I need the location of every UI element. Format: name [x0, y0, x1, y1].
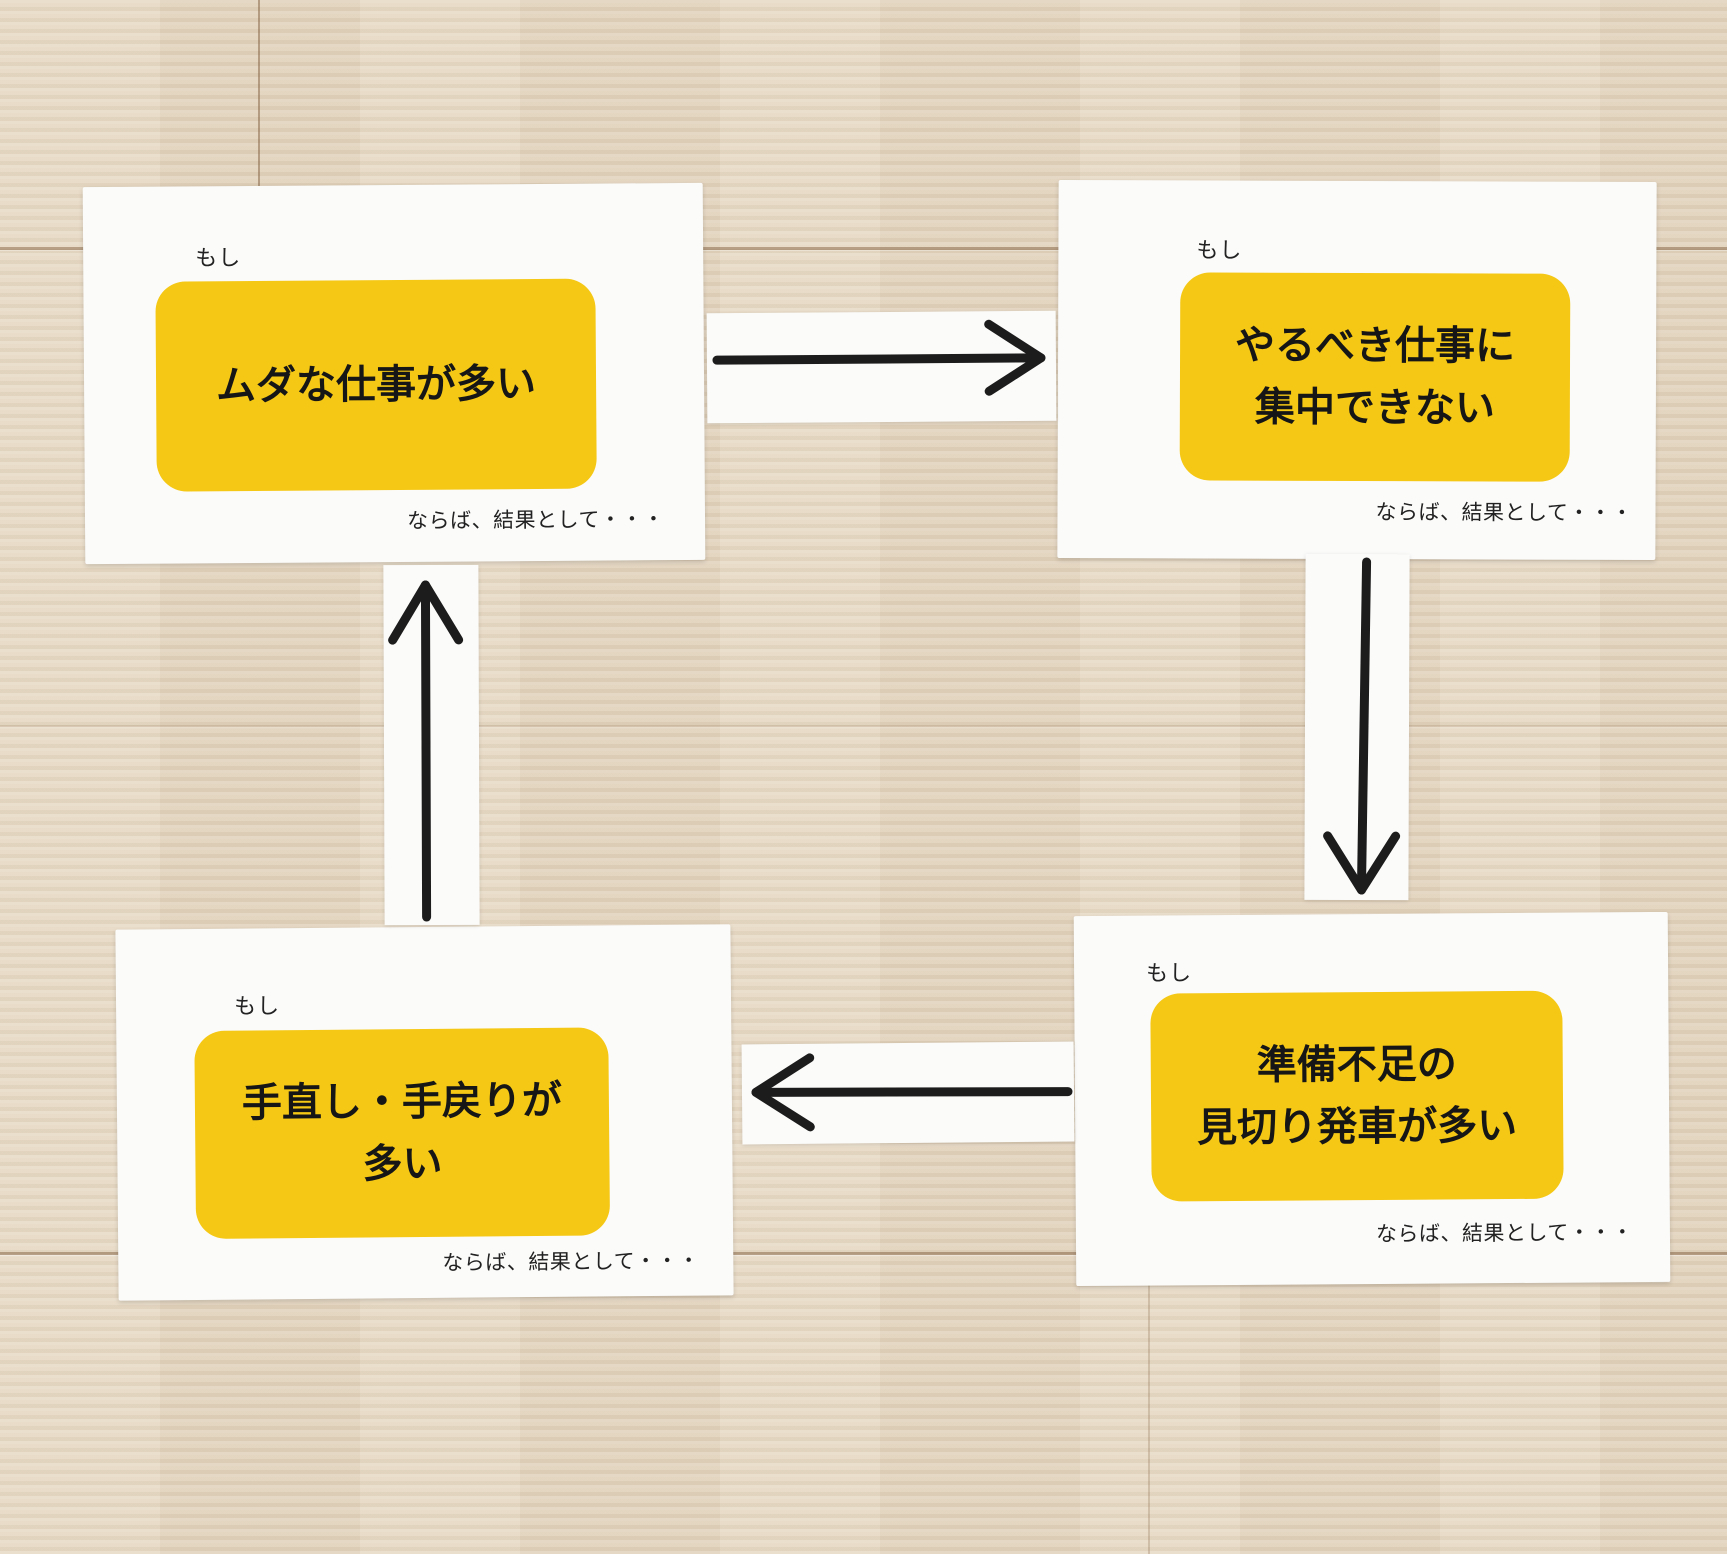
condition-text-box: 手直し・手戻りが 多い [194, 1027, 611, 1239]
if-label: もし [1146, 961, 1193, 987]
condition-text-box: やるべき仕事に 集中できない [1179, 272, 1571, 482]
arrow-left-icon [751, 1053, 1073, 1132]
result-label: ならば、結果として・・・ [1375, 500, 1633, 525]
if-label: もし [195, 246, 242, 272]
arrow-right-icon [712, 319, 1046, 396]
result-label: ならば、結果として・・・ [1375, 1220, 1634, 1246]
arrow-down-icon [1323, 557, 1401, 895]
arrow-strip-up [383, 564, 480, 926]
card-rework: もし 手直し・手戻りが 多い ならば、結果として・・・ [115, 924, 734, 1301]
floor-seam [0, 725, 1727, 727]
floor-seam [0, 247, 1727, 250]
arrow-strip-down [1304, 553, 1410, 901]
condition-text-box: ムダな仕事が多い [155, 278, 597, 492]
card-poor-preparation: もし 準備不足の 見切り発車が多い ならば、結果として・・・ [1073, 911, 1671, 1287]
condition-text-box: 準備不足の 見切り発車が多い [1150, 990, 1564, 1202]
floor-seam [1148, 1253, 1150, 1554]
if-label: もし [233, 994, 281, 1020]
floor-seam [258, 0, 260, 248]
arrow-up-icon [388, 580, 464, 922]
arrow-strip-right [706, 310, 1057, 424]
card-cannot-focus: もし やるべき仕事に 集中できない ならば、結果として・・・ [1057, 179, 1657, 561]
card-wasteful-work: もし ムダな仕事が多い ならば、結果として・・・ [82, 182, 706, 565]
if-label: もし [1196, 238, 1243, 264]
result-label: ならば、結果として・・・ [442, 1248, 700, 1275]
floor-seam [0, 1252, 1727, 1255]
result-label: ならば、結果として・・・ [406, 507, 665, 533]
arrow-strip-left [741, 1041, 1075, 1145]
